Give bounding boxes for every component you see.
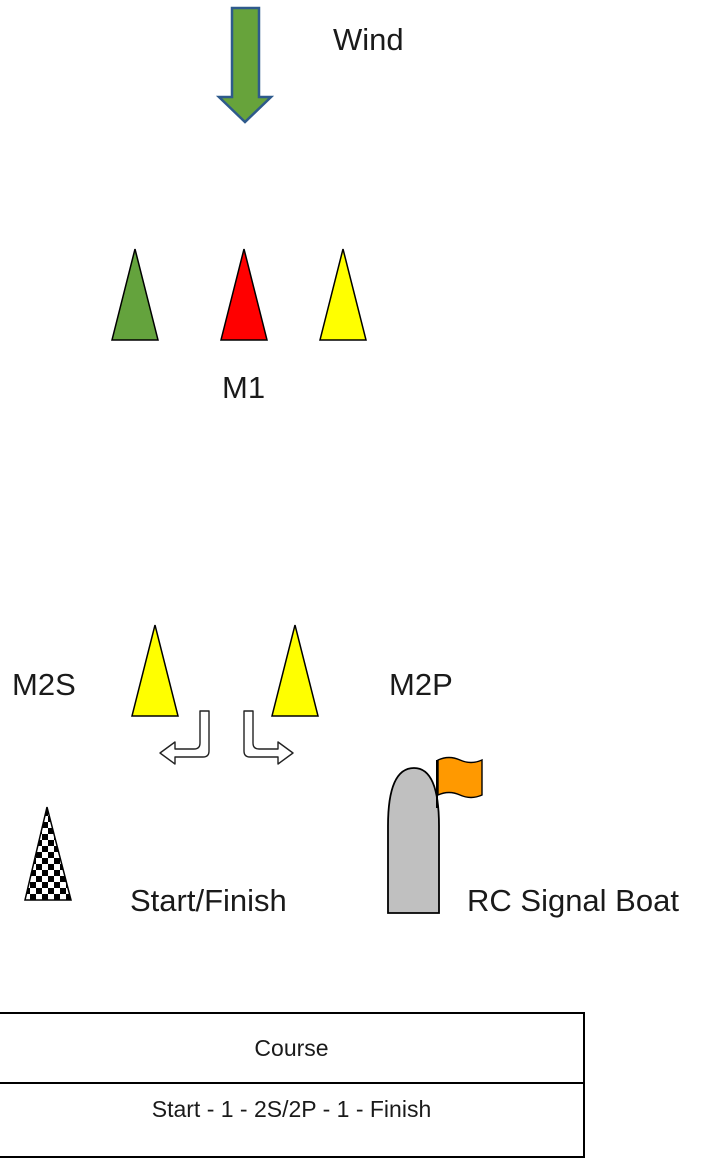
m2s-buoy-icon — [131, 624, 179, 717]
signal-boat-hull-icon — [387, 767, 440, 914]
start-finish-mark-icon — [24, 806, 72, 901]
wind-arrow-icon — [215, 6, 275, 124]
course-sequence-cell: Start - 1 - 2S/2P - 1 - Finish — [0, 1082, 585, 1158]
starboard-rounding-arrow-icon — [159, 710, 210, 765]
m2p-label: M2P — [389, 667, 453, 702]
m1-yellow-buoy-icon — [319, 248, 367, 341]
signal-boat-label: RC Signal Boat — [467, 883, 679, 918]
m2p-buoy-icon — [271, 624, 319, 717]
m1-red-buoy-icon — [220, 248, 268, 341]
signal-flag-icon — [437, 756, 483, 799]
start-finish-label: Start/Finish — [130, 883, 287, 918]
port-rounding-arrow-icon — [243, 710, 294, 765]
m1-green-buoy-icon — [111, 248, 159, 341]
course-table-header: Course — [0, 1012, 585, 1084]
m1-label: M1 — [222, 370, 266, 405]
m2s-label: M2S — [12, 667, 76, 702]
course-table: Course Start - 1 - 2S/2P - 1 - Finish — [0, 1012, 585, 1158]
table-row: Start - 1 - 2S/2P - 1 - Finish — [0, 1082, 585, 1158]
course-table-header-row: Course — [0, 1012, 585, 1084]
wind-label: Wind — [333, 22, 404, 57]
